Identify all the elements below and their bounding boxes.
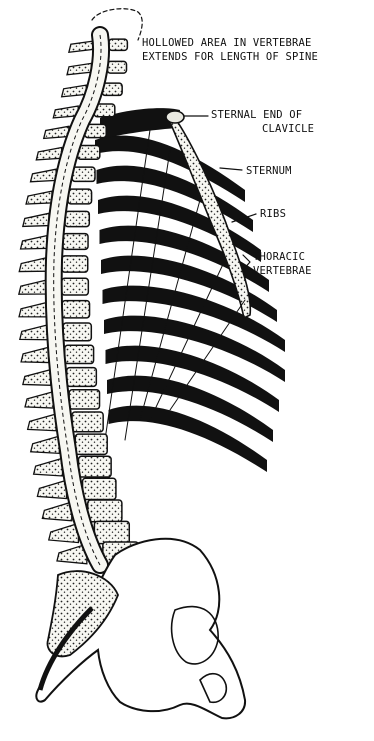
label-sternal-1: STERNAL END OF [211, 109, 302, 121]
pelvis [36, 539, 245, 719]
label-thoracic-2: VERTEBRAE [253, 265, 312, 277]
label-hollowed-1: HOLLOWED AREA IN VERTEBRAE [142, 37, 312, 49]
label-sternum: STERNUM [246, 165, 292, 177]
label-sternal-2: CLAVICLE [262, 123, 314, 135]
label-ribs: RIBS [260, 208, 286, 220]
clavicle-end [166, 111, 184, 123]
label-hollowed-2: EXTENDS FOR LENGTH OF SPINE [142, 51, 318, 63]
label-thoracic-1: THORACIC [253, 251, 305, 263]
